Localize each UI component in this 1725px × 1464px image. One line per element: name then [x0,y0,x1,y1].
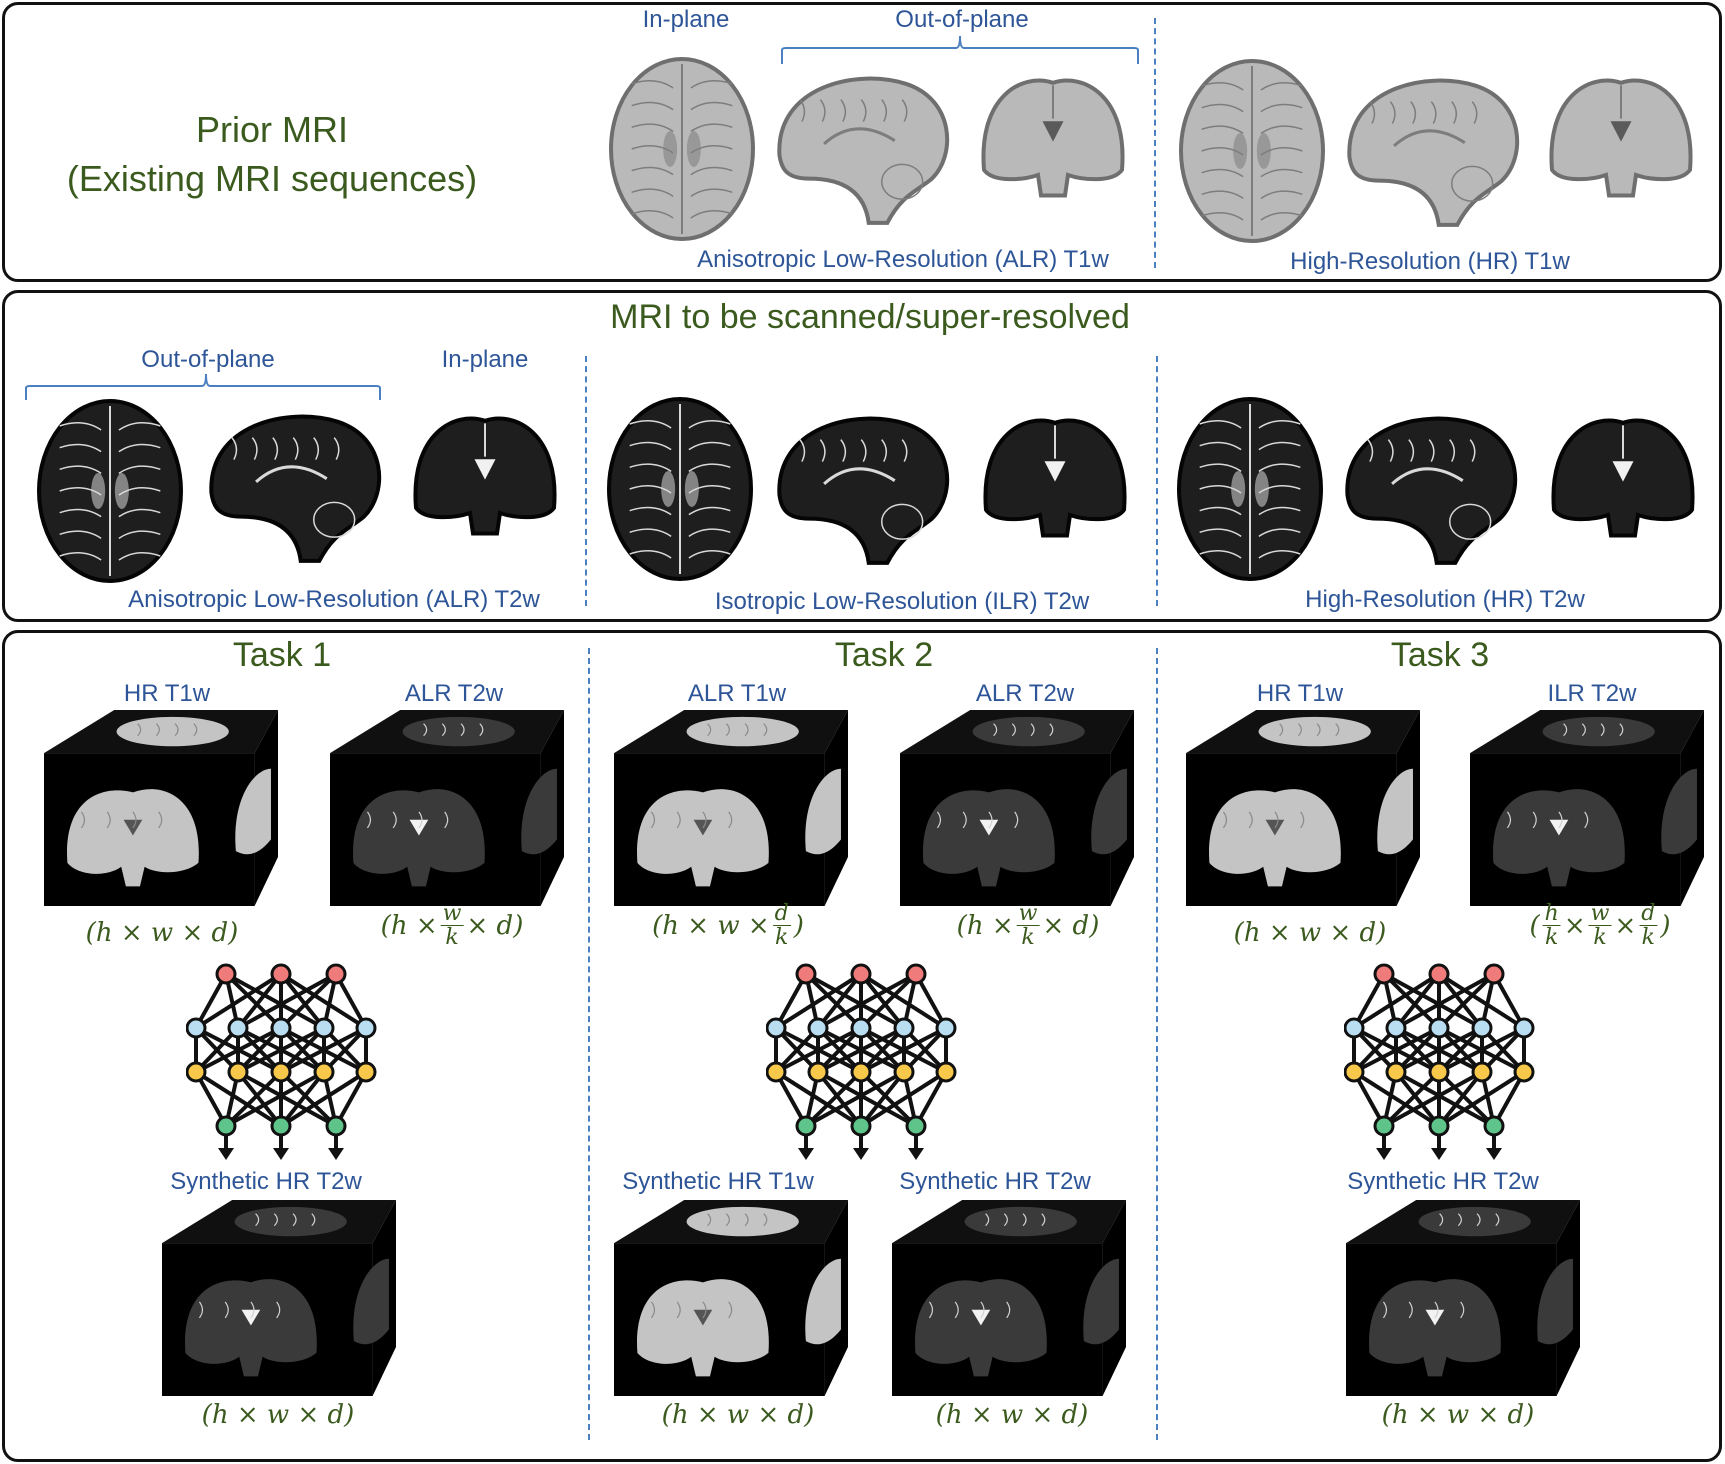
task3-output-dims: (h × w × d) [1381,1400,1535,1430]
tasks-divider-2 [1156,648,1158,1440]
task1-input-a-label: HR T1w [123,680,211,707]
prior-alr-t1w-sagittal-brain-icon [777,76,950,225]
task1-input-b-label: ALR T2w [404,680,504,707]
task2-synthetic-hr-t2w-cube-icon [892,1200,1126,1396]
task3-title: Task 3 [1390,636,1490,674]
scan-in-plane-label: In-plane [441,346,529,373]
scan-alr-caption: Anisotropic Low-Resolution (ALR) T2w [128,586,540,613]
scan-alr-t2w-coronal-brain-icon [413,416,557,536]
task2-synthetic-hr-t1w-cube-icon [614,1200,848,1396]
prior-out-of-plane-brace [781,35,1139,64]
task3-dims-a: (h × w × d) [1233,918,1387,948]
scan-out-of-plane-brace [25,373,381,400]
scan-out-of-plane-label: Out-of-plane [141,346,275,373]
scan-hr-t2w-coronal-brain-icon [1551,418,1695,538]
scan-ilr-t2w-axial-brain-icon [607,397,753,581]
prior-title-line2: (Existing MRI sequences) [66,157,478,199]
task1-synthetic-hr-t2w-cube-icon [162,1200,396,1396]
scan-hr-caption: High-Resolution (HR) T2w [1305,586,1585,613]
scan-ilr-caption: Isotropic Low-Resolution (ILR) T2w [714,588,1090,615]
scan-hr-t2w-sagittal-brain-icon [1345,416,1518,565]
prior-alr-caption: Anisotropic Low-Resolution (ALR) T1w [697,246,1109,273]
task3-ilr-t2w-cube-icon [1470,710,1704,906]
task2-alr-t1w-cube-icon [614,710,848,906]
task2-title: Task 2 [834,636,934,674]
scan-ilr-t2w-sagittal-brain-icon [777,416,950,565]
task1-dims-a: (h × w × d) [85,918,239,948]
prior-divider [1154,18,1156,268]
task3-output-label: Synthetic HR T2w [1347,1168,1539,1195]
prior-hr-t1w-axial-brain-icon [1179,59,1325,243]
prior-alr-t1w-axial-brain-icon [609,57,755,241]
task1-output-label: Synthetic HR T2w [170,1168,362,1195]
task2-output-2-label: Synthetic HR T2w [899,1168,1091,1195]
task1-alr-t2w-cube-icon [330,710,564,906]
task1-hr-t1w-cube-icon [44,710,278,906]
prior-in-plane-label: In-plane [642,6,730,33]
task3-synthetic-hr-t2w-cube-icon [1346,1200,1580,1396]
scan-divider-2 [1156,356,1158,606]
prior-mri-title: Prior MRI (Existing MRI sequences) [67,106,477,203]
scan-alr-t2w-sagittal-brain-icon [209,414,382,563]
prior-out-of-plane-label: Out-of-plane [895,6,1029,33]
task1-title: Task 1 [232,636,332,674]
scan-ilr-t2w-coronal-brain-icon [983,418,1127,538]
task2-alr-t2w-cube-icon [900,710,1134,906]
task2-input-b-label: ALR T2w [975,680,1075,707]
task3-input-b-label: ILR T2w [1547,680,1637,707]
task3-input-a-label: HR T1w [1256,680,1344,707]
scan-hr-t2w-axial-brain-icon [1177,397,1323,581]
task3-hr-t1w-cube-icon [1186,710,1420,906]
task1-neural-network-icon [186,963,377,1160]
prior-hr-caption: High-Resolution (HR) T1w [1290,248,1570,275]
task2-input-a-label: ALR T1w [687,680,787,707]
prior-hr-t1w-coronal-brain-icon [1549,78,1693,198]
scan-alr-t2w-axial-brain-icon [37,399,183,583]
task1-output-dims: (h × w × d) [201,1400,355,1430]
task2-output-1-label: Synthetic HR T1w [622,1168,814,1195]
task2-output-2-dims: (h × w × d) [935,1400,1089,1430]
tasks-divider-1 [588,648,590,1440]
prior-hr-t1w-sagittal-brain-icon [1347,78,1520,227]
task3-neural-network-icon [1344,963,1535,1160]
prior-title-line1: Prior MRI [196,109,348,150]
prior-alr-t1w-coronal-brain-icon [981,78,1125,198]
scan-divider-1 [585,356,587,606]
task2-neural-network-icon [766,963,957,1160]
task2-output-1-dims: (h × w × d) [661,1400,815,1430]
scan-title: MRI to be scanned/super-resolved [610,298,1130,336]
